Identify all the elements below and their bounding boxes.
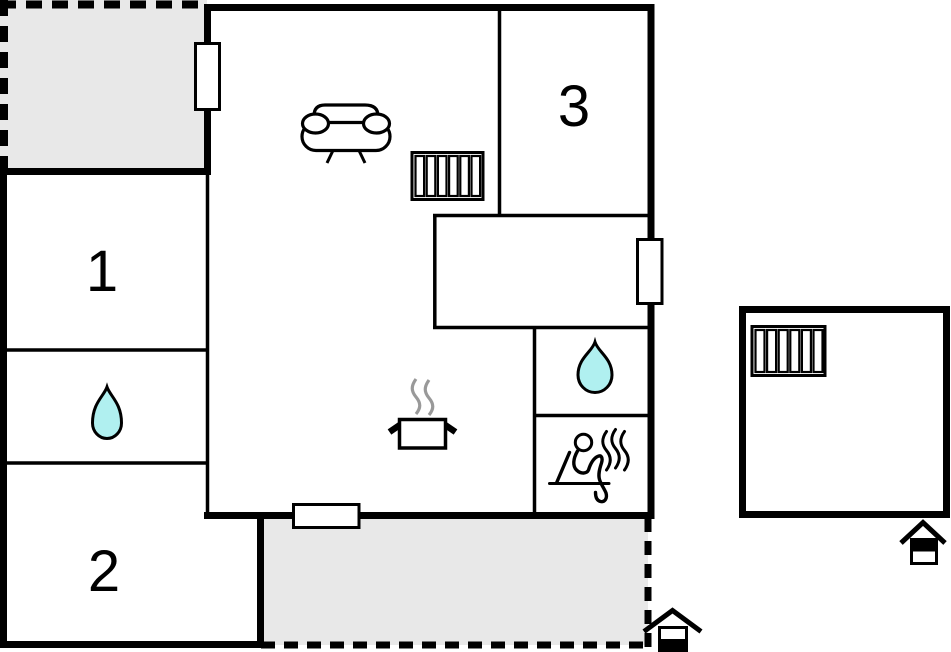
sauna-person-arm	[554, 450, 572, 485]
house-door-band	[659, 639, 687, 651]
sauna-person-head	[573, 432, 594, 453]
terrace-area	[263, 518, 648, 645]
water-drop-icon	[90, 382, 124, 440]
house-roof	[642, 607, 703, 634]
radiator-panel	[800, 328, 813, 374]
sofa-armrest	[361, 112, 392, 135]
terrace-dashed-border	[0, 0, 208, 172]
terrace-area	[0, 0, 207, 172]
cooking-pot-icon	[387, 378, 458, 450]
annex-building	[739, 306, 950, 565]
annex-outline	[739, 306, 950, 518]
room-2-label: 2	[88, 539, 120, 604]
heat-waves-icon	[601, 428, 630, 472]
terrace-bottom	[261, 518, 652, 649]
sofa-icon	[300, 103, 392, 164]
house-door-band	[911, 539, 937, 552]
radiator-panel	[777, 328, 789, 374]
interior-walls	[0, 7, 650, 516]
entrance-house-icon	[899, 519, 947, 565]
steam-icon	[423, 379, 435, 417]
house-roof	[899, 519, 947, 545]
window-marker	[194, 42, 221, 111]
room-1-label: 1	[86, 239, 118, 304]
radiator-panel	[448, 154, 459, 198]
radiator-panel	[425, 154, 437, 198]
window-marker	[636, 238, 664, 305]
terrace-dashed-border	[261, 518, 652, 649]
radiator-panel	[789, 328, 801, 374]
radiator-panel	[414, 154, 426, 198]
radiator-panel	[754, 328, 766, 374]
window-marker	[292, 503, 361, 529]
radiator-panel	[812, 328, 824, 374]
windows	[194, 42, 664, 529]
sauna-icon	[548, 428, 630, 504]
sofa-armrest	[300, 112, 331, 135]
pot-body	[397, 417, 448, 450]
room-3-label: 3	[558, 74, 590, 139]
sofa-legs	[325, 149, 367, 164]
radiator-icon	[410, 151, 485, 201]
sauna-person-body	[572, 449, 609, 504]
radiator-panel	[459, 154, 470, 198]
radiator-panel	[470, 154, 482, 198]
steam-icon	[410, 378, 422, 416]
sofa-back	[312, 103, 380, 134]
radiator-panel	[436, 154, 448, 198]
radiator-icon	[750, 325, 827, 377]
terrace-top-left	[0, 0, 208, 172]
radiator-panel	[765, 328, 778, 374]
water-drop-icon	[576, 336, 614, 394]
entrance-house-icon	[642, 607, 703, 652]
